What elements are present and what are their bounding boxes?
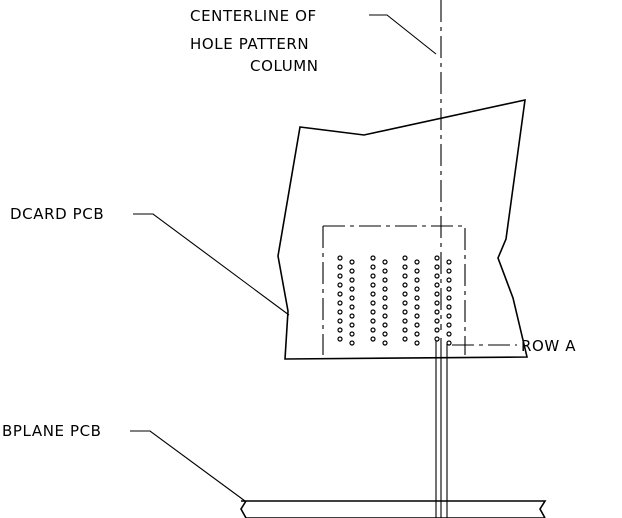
row-a-label: ROW A: [521, 337, 576, 355]
centerline-leader: [369, 14, 437, 55]
hole: [370, 291, 376, 297]
hole: [434, 291, 440, 297]
hole: [446, 277, 452, 283]
hole: [434, 264, 440, 270]
hole: [434, 273, 440, 279]
hole: [370, 336, 376, 342]
dcard-leader: [133, 213, 290, 316]
centerline-label-line2: HOLE PATTERN: [190, 35, 309, 53]
hole: [446, 313, 452, 319]
hole: [370, 255, 376, 261]
hole: [370, 327, 376, 333]
hole: [337, 255, 343, 261]
hole: [382, 277, 388, 283]
hole: [349, 259, 355, 265]
hole: [414, 340, 420, 346]
hole: [434, 327, 440, 333]
hole: [337, 300, 343, 306]
hole: [414, 277, 420, 283]
hole: [349, 331, 355, 337]
hole: [349, 340, 355, 346]
hole: [370, 300, 376, 306]
hole: [349, 295, 355, 301]
hole: [402, 336, 408, 342]
dcard-label: DCARD PCB: [10, 205, 104, 223]
hole: [402, 318, 408, 324]
hole: [446, 268, 452, 274]
hole: [349, 286, 355, 292]
hole: [402, 300, 408, 306]
hole: [382, 268, 388, 274]
dcard-pcb-outline: [277, 98, 529, 360]
hole: [337, 282, 343, 288]
centerline-label-line3: COLUMN: [250, 57, 319, 75]
hole: [446, 286, 452, 292]
hole: [402, 264, 408, 270]
hole: [337, 318, 343, 324]
bplane-leader: [130, 430, 246, 502]
hole: [446, 295, 452, 301]
hole: [382, 259, 388, 265]
hole: [414, 304, 420, 310]
hole: [434, 309, 440, 315]
hole: [402, 273, 408, 279]
hole: [402, 327, 408, 333]
hole: [434, 255, 440, 261]
hole: [337, 273, 343, 279]
hole: [370, 318, 376, 324]
hole: [414, 268, 420, 274]
hole: [337, 309, 343, 315]
hole: [446, 259, 452, 265]
hole: [370, 309, 376, 315]
hole: [402, 309, 408, 315]
hole: [349, 304, 355, 310]
hole: [337, 264, 343, 270]
hole: [414, 286, 420, 292]
hole: [434, 282, 440, 288]
hole: [337, 336, 343, 342]
hole: [382, 295, 388, 301]
hole: [414, 331, 420, 337]
hole: [382, 322, 388, 328]
hole: [337, 291, 343, 297]
hole: [434, 336, 440, 342]
hole: [402, 291, 408, 297]
hole: [446, 331, 452, 337]
hole: [382, 313, 388, 319]
hole: [434, 318, 440, 324]
bplane-label: BPLANE PCB: [2, 422, 102, 440]
hole: [349, 313, 355, 319]
hole: [402, 255, 408, 261]
hole: [446, 340, 452, 346]
hole: [414, 313, 420, 319]
hole: [382, 304, 388, 310]
hole-pattern: [337, 255, 452, 346]
hole: [337, 327, 343, 333]
hole-pattern-region: [323, 225, 466, 355]
hole: [349, 277, 355, 283]
hole: [382, 340, 388, 346]
hole: [414, 322, 420, 328]
centerline-label-line1: CENTERLINE OF: [190, 7, 317, 25]
hole: [434, 300, 440, 306]
hole: [370, 264, 376, 270]
hole: [349, 322, 355, 328]
hole: [382, 331, 388, 337]
hole: [446, 304, 452, 310]
hole: [446, 322, 452, 328]
hole: [414, 259, 420, 265]
hole: [382, 286, 388, 292]
bplane-pcb: [240, 500, 547, 518]
hole: [414, 295, 420, 301]
hole: [370, 273, 376, 279]
hole: [370, 282, 376, 288]
hole: [349, 268, 355, 274]
hole: [402, 282, 408, 288]
